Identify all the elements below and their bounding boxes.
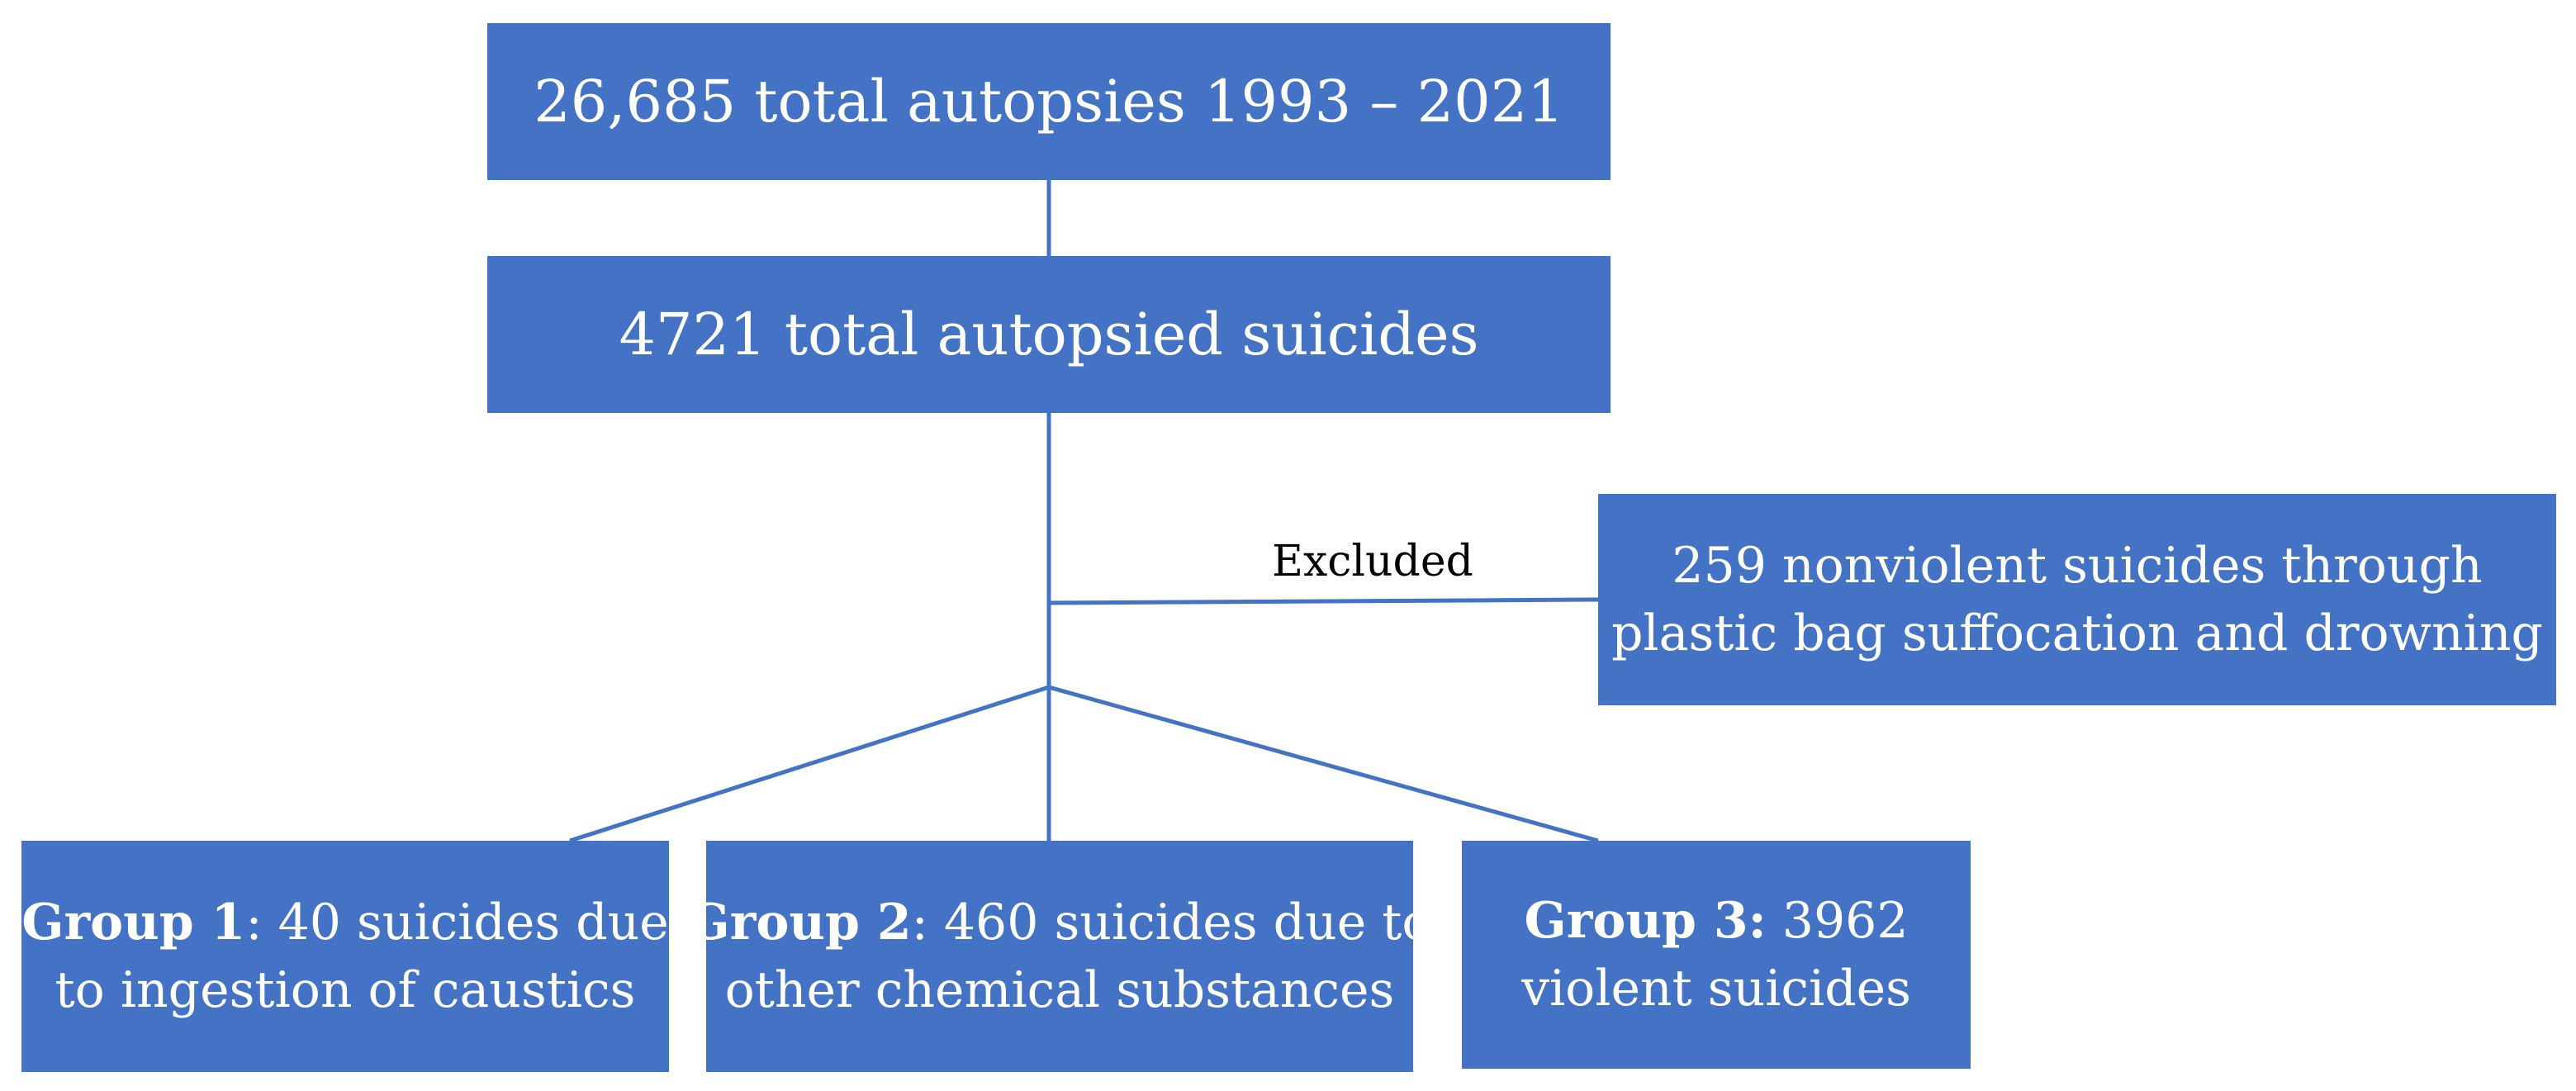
node-group1-line1: Group 1: 40 suicides due [21,889,669,956]
node-group2-line2: other chemical substances [724,961,1395,1019]
node-group1-title: Group 1 [21,894,246,951]
node-total-suicides-text: 4721 total autopsied suicides [619,301,1479,368]
connector-to-excluded [1048,597,1599,605]
node-group3-line2: violent suicides [1521,960,1911,1017]
node-group1: Group 1: 40 suicides due to ingestion of… [21,841,669,1072]
connector-branch-to-group1 [569,685,1050,843]
node-group2: Group 2: 460 suicides due to other chemi… [687,841,1432,1072]
node-group2-title: Group 2 [687,894,912,951]
node-total-autopsies-text: 26,685 total autopsies 1993 – 2021 [534,68,1564,135]
node-group3-title: Group 3: [1524,892,1767,950]
excluded-label: Excluded [1272,537,1473,586]
node-total-suicides: 4721 total autopsied suicides [487,256,1611,413]
node-excluded-suicides: 259 nonviolent suicides through plastic … [1598,494,2556,705]
node-group1-line2: to ingestion of caustics [55,961,636,1019]
node-group2-desc: : 460 suicides due to [911,894,1432,951]
node-group3-desc: 3962 [1766,892,1909,950]
node-group2-line1: Group 2: 460 suicides due to [687,889,1431,956]
node-group3: Group 3: 3962 violent suicides [1462,841,1971,1069]
node-total-autopsies: 26,685 total autopsies 1993 – 2021 [487,23,1611,180]
node-excluded-line1: 259 nonviolent suicides through [1672,537,2483,595]
node-excluded-line2: plastic bag suffocation and drowning [1611,605,2543,662]
node-group1-desc: : 40 suicides due [245,894,669,951]
node-group3-line1: Group 3: 3962 [1524,887,1908,955]
connector-branch-to-group3 [1048,685,1599,843]
